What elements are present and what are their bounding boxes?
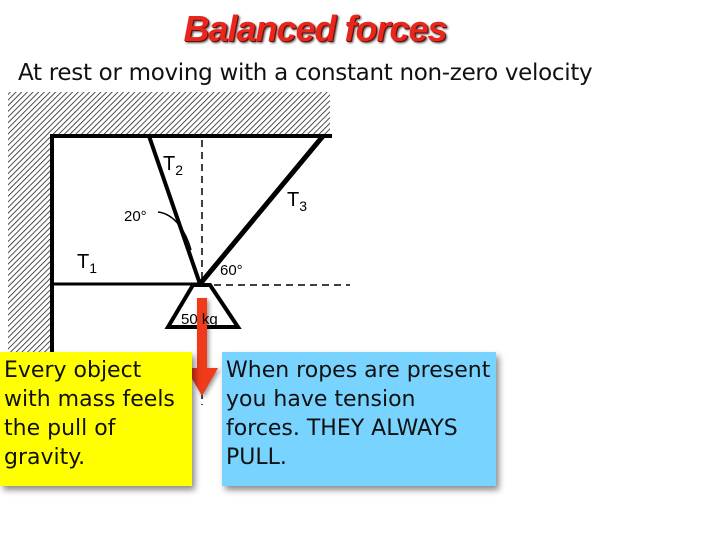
angle-20-label: 20° xyxy=(124,208,147,225)
gravity-arrow xyxy=(186,298,218,396)
slide-title: Balanced forces xyxy=(183,8,447,49)
slide-subtitle: At rest or moving with a constant non-ze… xyxy=(18,60,593,86)
gravity-note: Every object with mass feels the pull of… xyxy=(0,352,192,486)
t2-label: T2 xyxy=(163,153,183,178)
ceiling-wall xyxy=(8,92,332,352)
tension-note: When ropes are present you have tension … xyxy=(222,352,496,486)
mass-label: 50 kg xyxy=(181,311,218,328)
angle-arc-20 xyxy=(157,211,192,251)
t3-label: T3 xyxy=(287,189,307,214)
t1-label: T1 xyxy=(77,251,97,276)
rope-t2 xyxy=(147,135,202,285)
rope-t3 xyxy=(198,134,325,286)
angle-60-label: 60° xyxy=(220,262,243,279)
